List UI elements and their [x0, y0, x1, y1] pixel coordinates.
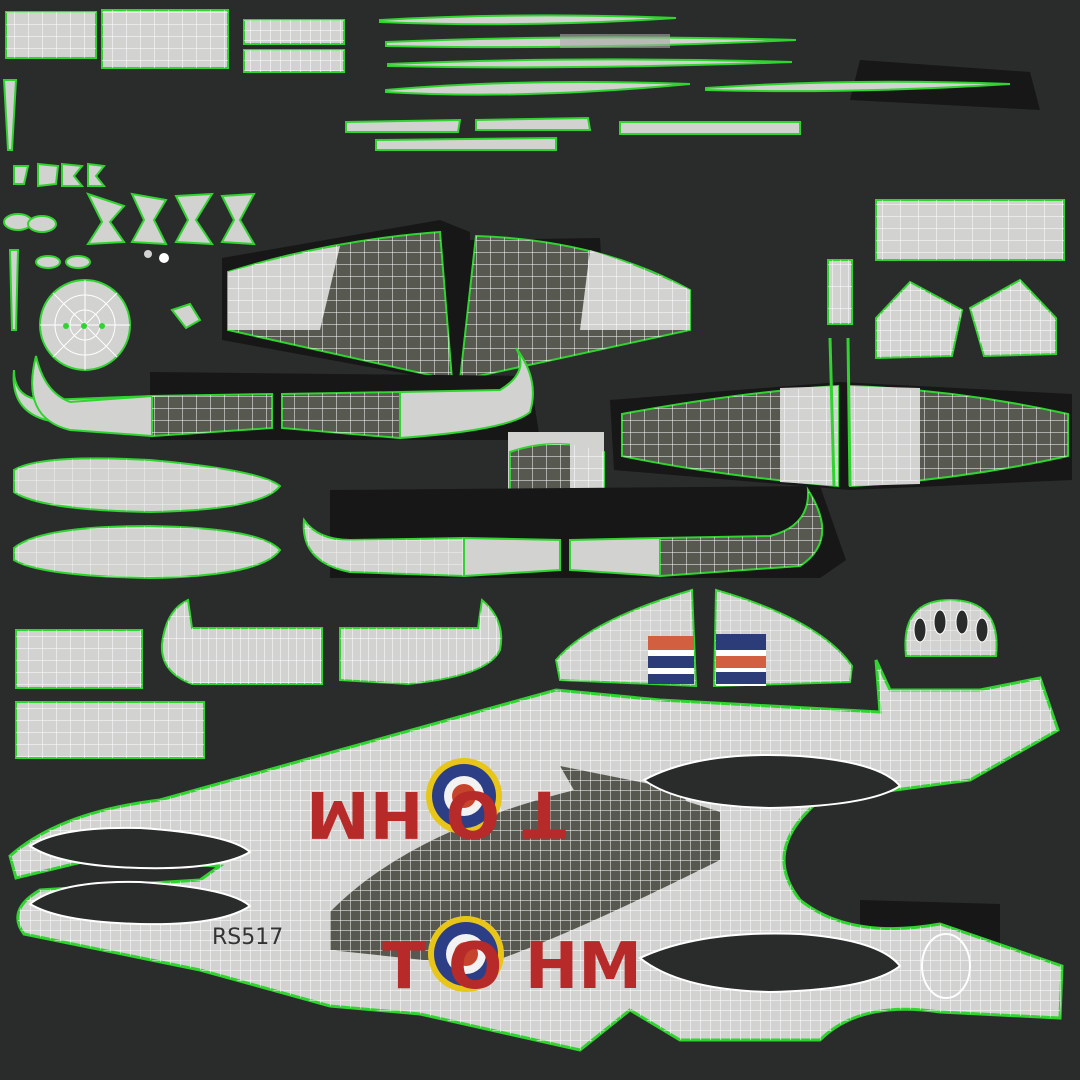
roundel-upper — [426, 758, 502, 834]
uv-island-flap-panels — [15, 598, 503, 759]
uv-island-spinner-disc — [39, 279, 131, 371]
uv-island-fin-pair — [554, 588, 854, 688]
uv-island-propeller-strips — [345, 14, 1040, 151]
squadron-code-lower: T O HM — [382, 930, 642, 1004]
uv-island-fuselage — [8, 659, 1064, 1052]
roundel-lower — [428, 916, 504, 992]
uv-island-fairings-left — [13, 457, 282, 580]
uv-island-exhaust-cowl — [904, 598, 998, 657]
serial-number: RS517 — [212, 925, 283, 950]
uv-island-wing-upper — [222, 220, 691, 382]
uv-island-wing-lower-left — [12, 347, 540, 440]
squadron-code-upper: T O HM — [306, 776, 566, 850]
uv-island-wing-right — [610, 337, 1072, 490]
uv-island-top-right-panels — [827, 199, 1065, 360]
uv-island-tailplane-lower — [302, 486, 846, 578]
uv-island-small-parts — [3, 162, 256, 331]
uv-island-top-left-panels — [2, 9, 345, 151]
